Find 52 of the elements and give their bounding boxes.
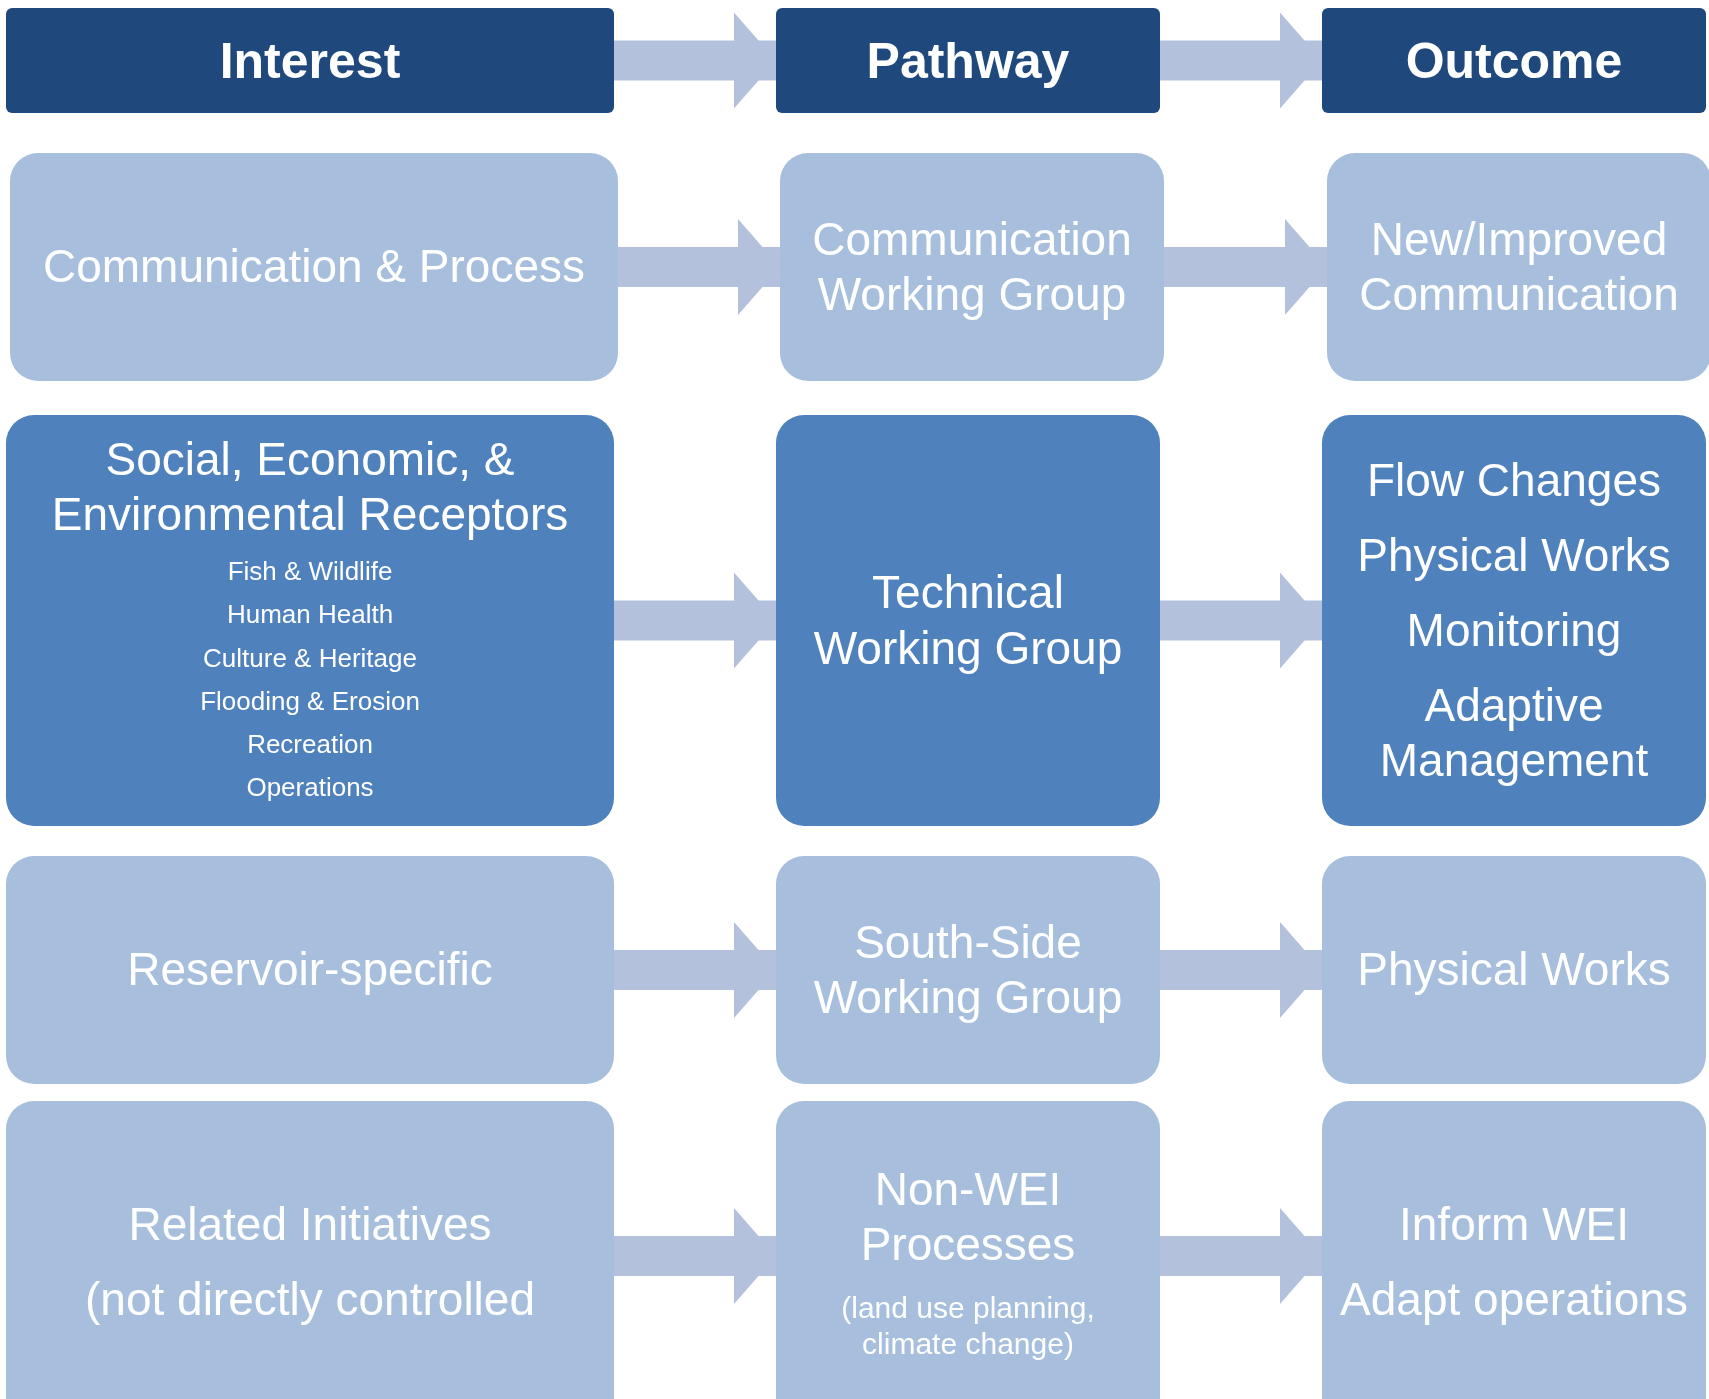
box-text: Communication & Process [43, 239, 585, 295]
box-text: (land use planning, climate change) [840, 1290, 1096, 1363]
box-text: Human Health [226, 599, 394, 631]
box-text: Interest [219, 31, 401, 91]
box-text: Physical Works [1357, 527, 1671, 583]
block-arrow [614, 922, 776, 1018]
process-box [6, 1101, 614, 1399]
block-arrow [618, 219, 780, 315]
process-box [1322, 1101, 1706, 1399]
process-box [776, 415, 1160, 826]
box-text: Adaptive Management [1378, 678, 1650, 789]
column-header [6, 8, 614, 113]
box-text: Adapt operations [1340, 1272, 1688, 1327]
process-box [1322, 856, 1706, 1084]
block-arrow [1160, 1208, 1322, 1304]
block-arrow [614, 1208, 776, 1304]
process-box [776, 1101, 1160, 1399]
box-text: Monitoring [1406, 602, 1622, 658]
block-arrow [614, 572, 776, 669]
box-text: Inform WEI [1399, 1196, 1629, 1252]
block-arrow [1160, 922, 1322, 1018]
box-text: Reservoir-specific [127, 942, 493, 998]
box-text: Recreation [247, 728, 373, 761]
process-box [6, 415, 614, 826]
column-header [776, 8, 1160, 113]
box-text: Outcome [1405, 31, 1623, 91]
box-text: New/Improved Communication [1358, 211, 1680, 322]
box-text: Technical Working Group [812, 565, 1124, 676]
box-text: Physical Works [1357, 942, 1671, 998]
box-text: Flow Changes [1366, 452, 1661, 508]
block-arrow [1160, 572, 1322, 669]
box-text: Related Initiatives [128, 1196, 492, 1252]
process-box [780, 153, 1164, 381]
box-text: Culture & Heritage [203, 642, 417, 674]
box-text: Pathway [866, 31, 1070, 91]
box-text: Fish & Wildlife [227, 556, 393, 588]
box-text: Operations [246, 772, 374, 804]
process-box [1327, 153, 1709, 381]
box-text: Communication Working Group [811, 211, 1133, 322]
box-text: (not directly controlled [85, 1272, 535, 1327]
process-box [6, 856, 614, 1084]
process-box [776, 856, 1160, 1084]
block-arrow [614, 12, 776, 109]
box-text: Non-WEI Processes [859, 1161, 1077, 1272]
block-arrow [1160, 12, 1322, 109]
process-box [10, 153, 618, 381]
process-box [1322, 415, 1706, 826]
column-header [1322, 8, 1706, 113]
block-arrow [1164, 219, 1327, 315]
box-text: South-Side Working Group [812, 914, 1124, 1025]
box-text: Social, Economic, & Environmental Receptors [50, 431, 570, 542]
box-text: Flooding & Erosion [200, 685, 420, 717]
